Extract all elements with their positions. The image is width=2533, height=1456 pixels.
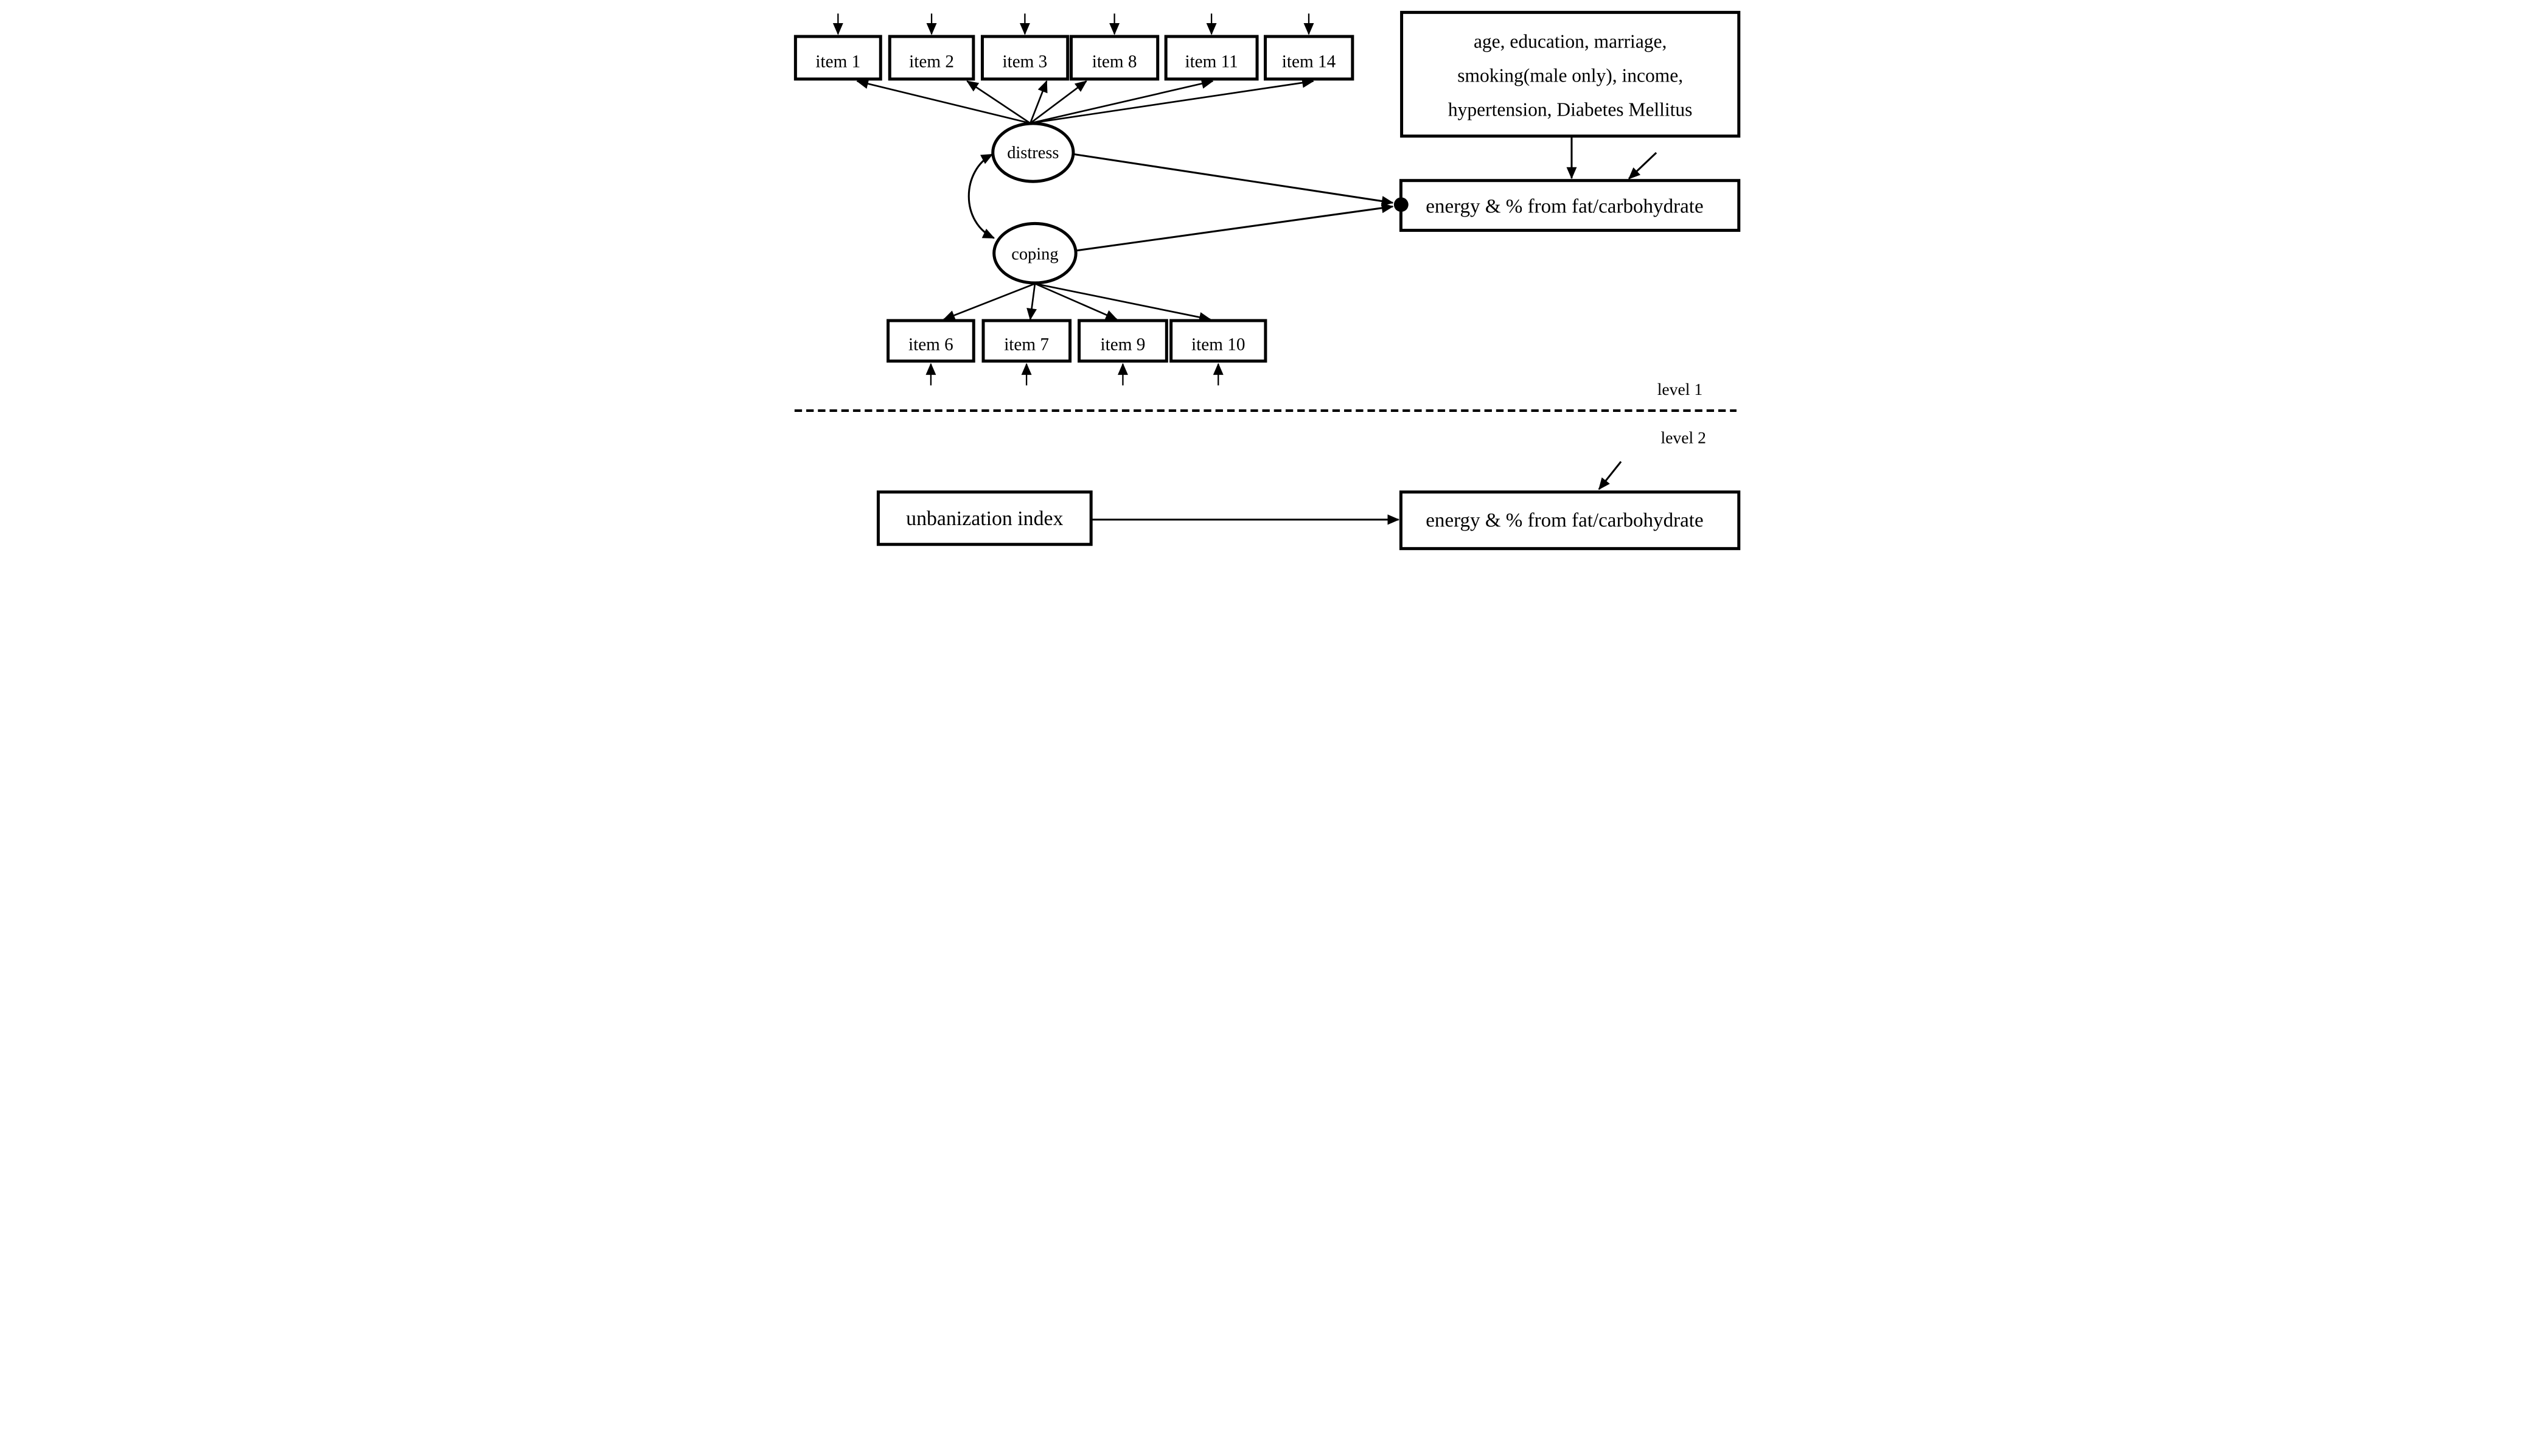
level-1-label: level 1 xyxy=(1657,380,1702,399)
covariates-line-2: smoking(male only), income, xyxy=(1457,65,1683,86)
distress-loading-arrows xyxy=(855,77,1314,124)
sem-figure: item 1 item 2 item 3 item 8 item 11 item… xyxy=(779,0,1754,560)
arrow-coping-outcome xyxy=(1075,203,1393,252)
level-2-label: level 2 xyxy=(1660,428,1706,447)
item-7-label: item 7 xyxy=(1004,335,1049,355)
item-3-box xyxy=(980,35,1069,81)
item-2-box xyxy=(888,35,975,81)
urbanization-index-label: unbanization index xyxy=(906,507,1063,530)
arrow-distress-item-14 xyxy=(1030,77,1314,124)
residual-arrow-level1 xyxy=(1628,152,1657,179)
residual-arrow-level2 xyxy=(1598,461,1622,490)
item-10-label: item 10 xyxy=(1191,335,1245,355)
item-11-box xyxy=(1164,35,1259,81)
distress-ellipse xyxy=(991,122,1075,183)
outcome-level2-label: energy & % from fat/carbohydrate xyxy=(1426,510,1703,532)
outcome-level1-label: energy & % from fat/carbohydrate xyxy=(1426,196,1703,218)
coping-label: coping xyxy=(1011,245,1058,264)
item-6-box xyxy=(886,319,975,363)
urbanization-index-box xyxy=(876,490,1093,546)
item-1-label: item 1 xyxy=(815,52,860,72)
coping-ellipse xyxy=(992,221,1078,285)
arrow-coping-item-9 xyxy=(1034,282,1118,321)
arrow-distress-item-2 xyxy=(966,80,1031,124)
item-14-label: item 14 xyxy=(1281,52,1336,72)
item-10-box xyxy=(1169,319,1267,363)
path-diagram: item 1 item 2 item 3 item 8 item 11 item… xyxy=(779,0,1754,560)
item-9-box xyxy=(1077,319,1168,363)
covariates-text: age, education, marriage, smoking(male o… xyxy=(1448,30,1692,120)
arrow-distress-item-1 xyxy=(855,78,1031,124)
item-6-label: item 6 xyxy=(908,335,953,355)
covariates-box xyxy=(1399,10,1740,138)
distress-label: distress xyxy=(1007,144,1059,162)
coping-loading-arrows xyxy=(942,282,1211,322)
arrow-distress-item-8 xyxy=(1029,80,1087,124)
item-8-label: item 8 xyxy=(1092,52,1137,72)
arrow-distress-outcome xyxy=(1072,153,1393,206)
arrow-coping-item-6 xyxy=(942,282,1035,321)
item-14-box xyxy=(1263,35,1354,81)
item-11-label: item 11 xyxy=(1185,52,1238,72)
covariates-line-1: age, education, marriage, xyxy=(1473,30,1666,52)
item-1-box xyxy=(793,35,882,81)
outcome-level2-box xyxy=(1399,490,1740,551)
coping-indicator-boxes: item 6 item 7 item 9 item 10 xyxy=(886,319,1267,363)
arrow-distress-item-11 xyxy=(1030,78,1214,124)
junction-dot xyxy=(1393,197,1409,212)
arrow-coping-item-7 xyxy=(1026,284,1037,321)
covariance-arrow-distress-coping xyxy=(967,153,995,239)
error-arrows-bottom xyxy=(925,363,1224,386)
item-7-box xyxy=(981,319,1071,363)
outcome-level1-box xyxy=(1399,179,1740,232)
item-8-box xyxy=(1069,35,1159,81)
item-9-label: item 9 xyxy=(1100,335,1145,355)
item-2-label: item 2 xyxy=(909,52,954,72)
arrow-coping-item-10 xyxy=(1034,282,1211,322)
covariates-line-3: hypertension, Diabetes Mellitus xyxy=(1448,99,1692,120)
error-arrows-top xyxy=(832,13,1314,35)
item-3-label: item 3 xyxy=(1002,52,1047,72)
arrow-distress-item-3 xyxy=(1029,80,1047,124)
distress-indicator-boxes: item 1 item 2 item 3 item 8 item 11 item… xyxy=(793,35,1354,81)
